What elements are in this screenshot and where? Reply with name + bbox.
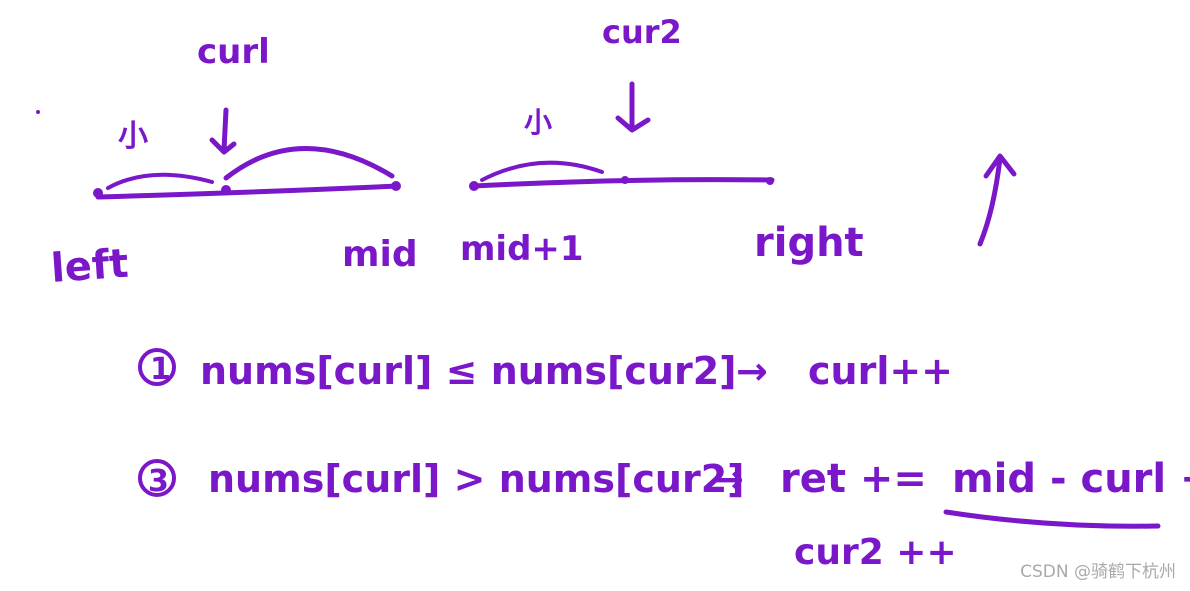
small-label-right: 小 xyxy=(524,106,552,139)
mid-plus-1-endpoint xyxy=(469,181,479,191)
expression-underline xyxy=(943,509,1161,529)
upward-arrow xyxy=(977,153,1017,247)
left-label: left xyxy=(49,241,129,292)
large-arc-left xyxy=(223,146,395,181)
rule2-arrow: → xyxy=(712,457,744,501)
cur2-label: cur2 xyxy=(602,13,682,51)
rule1-arrow: → xyxy=(736,349,768,393)
rule2-action: ret += xyxy=(780,456,927,502)
cur1-label: curl xyxy=(197,32,270,72)
cur2-point xyxy=(621,176,629,184)
small-arc-right xyxy=(480,160,604,182)
rule2-number: 3 xyxy=(148,464,169,499)
rule1-action: curl++ xyxy=(808,349,953,393)
rule2-expression: mid - curl + 1 xyxy=(952,456,1190,502)
rule1-number: 1 xyxy=(150,352,171,387)
left-endpoint xyxy=(93,188,103,198)
right-label: right xyxy=(754,220,864,266)
mid-plus-1-label: mid+1 xyxy=(460,229,584,269)
mid-label: mid xyxy=(342,234,418,275)
rule2-circle xyxy=(138,459,176,497)
left-segment-line xyxy=(95,183,401,200)
rule2-action-cur2: cur2 ++ xyxy=(794,532,957,573)
stray-dot xyxy=(36,110,40,114)
small-label-left: 小 xyxy=(118,119,148,154)
cur1-point xyxy=(221,185,231,195)
right-endpoint xyxy=(766,177,774,185)
mid-endpoint xyxy=(391,181,401,191)
rule1-circle xyxy=(138,348,176,386)
small-arc-left xyxy=(106,172,214,190)
cur1-arrow xyxy=(209,107,237,155)
csdn-watermark: CSDN @骑鹤下杭州 xyxy=(1020,562,1176,582)
cur2-arrow xyxy=(615,81,651,133)
rule1-condition: nums[curl] ≤ nums[cur2] xyxy=(200,349,737,393)
rule2-condition: nums[curl] > nums[cur2] xyxy=(208,457,745,501)
